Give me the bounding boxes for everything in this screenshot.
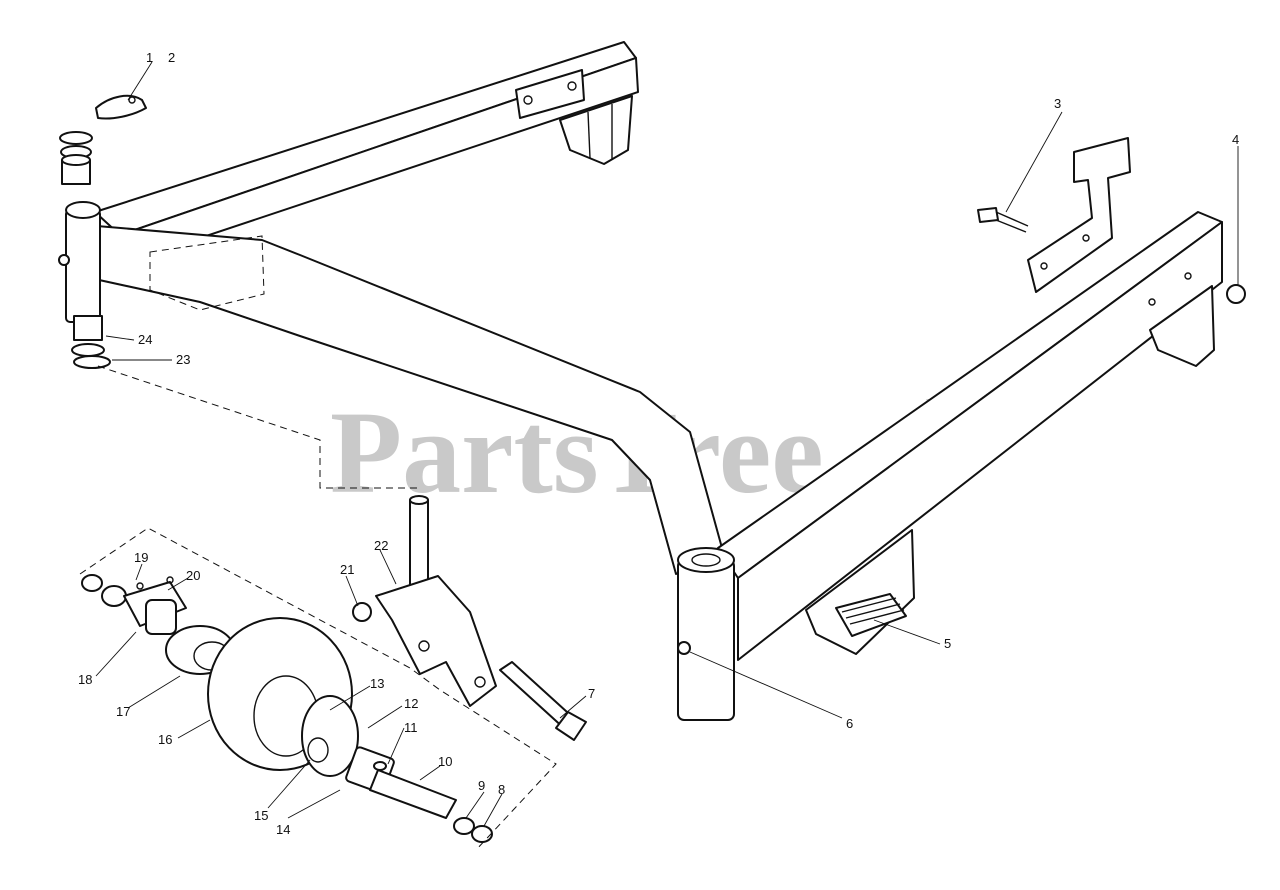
caster-fork [375, 575, 497, 707]
hitch-nut [1226, 284, 1246, 304]
frame-back-plate [515, 69, 585, 119]
caster-wheel-group [81, 574, 493, 843]
lower-washer [71, 343, 105, 357]
left-spindle-hardware [59, 94, 147, 369]
callout-6: 6 [846, 716, 853, 731]
axle [369, 769, 457, 819]
callout-24: 24 [138, 332, 152, 347]
bearing [145, 599, 177, 635]
callout-11: 11 [404, 720, 418, 735]
axle-washer [453, 817, 475, 835]
callout-22: 22 [374, 538, 388, 553]
mower-deck-frame [58, 41, 1223, 721]
callout-2: 2 [168, 50, 175, 65]
frame-bolt-hole [567, 81, 577, 91]
callout-18: 18 [78, 672, 92, 687]
set-screw [677, 641, 691, 655]
frame-right-bracket [1149, 285, 1215, 367]
callout-8: 8 [498, 782, 505, 797]
axle-bolt [499, 661, 587, 741]
dashed-guide-lower [79, 527, 557, 851]
callout-10: 10 [438, 754, 452, 769]
upper-washer [59, 131, 93, 145]
wear-pad [835, 593, 907, 637]
callout-21: 21 [340, 562, 354, 577]
frame-back-bracket [559, 95, 633, 165]
callout-20: 20 [186, 568, 200, 583]
front-pivot-tube-top [677, 547, 735, 573]
frame-hidden-bracket [149, 235, 265, 311]
callout-12: 12 [404, 696, 418, 711]
callout-14: 14 [276, 822, 290, 837]
callout-23: 23 [176, 352, 190, 367]
front-pivot-tube [677, 559, 735, 721]
frame-bolt-hole [523, 95, 533, 105]
dashed-guide-upper [97, 365, 420, 489]
callout-19: 19 [134, 550, 148, 565]
left-pivot-tube [65, 209, 101, 323]
leader-lines [95, 61, 1239, 827]
hub-nut [101, 585, 127, 607]
wheel-rim [301, 695, 359, 777]
hitch-bracket-group [977, 137, 1246, 304]
callout-16: 16 [158, 732, 172, 747]
nut-small [373, 761, 387, 771]
callout-1: 1 [146, 50, 153, 65]
fork-nut [352, 602, 372, 622]
callout-numbers: 1 2 3 4 5 6 7 8 9 10 11 12 13 14 15 16 1… [78, 50, 1239, 837]
callout-13: 13 [370, 676, 384, 691]
frame-back-rail-top [94, 41, 637, 236]
washer-small [81, 574, 103, 592]
callout-5: 5 [944, 636, 951, 651]
frame-front-beam-side [737, 221, 1223, 661]
lower-bushing [73, 315, 103, 341]
grease-fitting-cap [95, 94, 147, 120]
callout-4: 4 [1232, 132, 1239, 147]
callout-15: 15 [254, 808, 268, 823]
callout-9: 9 [478, 778, 485, 793]
hitch-bracket [1027, 137, 1131, 293]
callout-17: 17 [116, 704, 130, 719]
hitch-bolt-head [977, 207, 999, 223]
callout-3: 3 [1054, 96, 1061, 111]
axle-washer-outer [471, 825, 493, 843]
caster-fork-group [352, 495, 497, 707]
callout-7: 7 [588, 686, 595, 701]
